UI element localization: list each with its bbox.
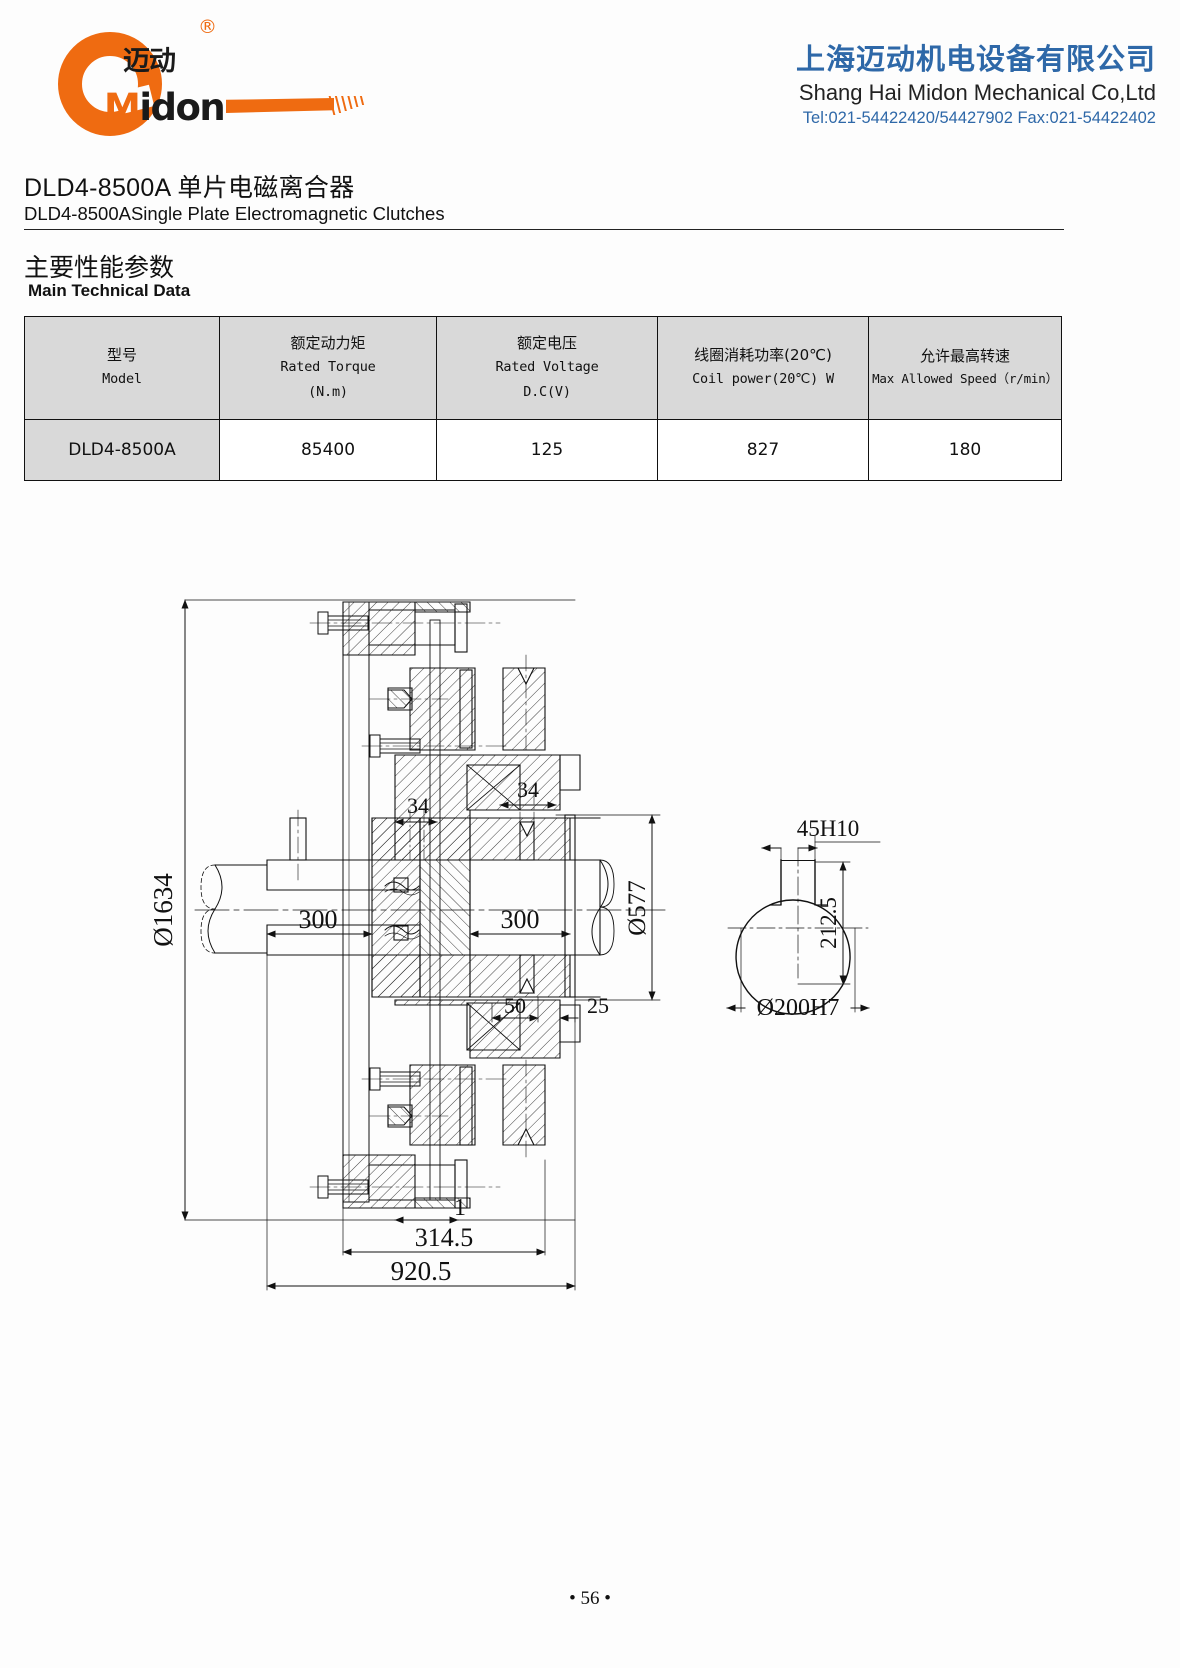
column-header-voltage-en: Rated Voltage — [495, 359, 599, 376]
dimension-label-1: 1 — [454, 1195, 466, 1221]
page-header: ® 迈动 Midon 上海迈动机电设备有限公司 Shang Hai Midon … — [0, 0, 1180, 150]
column-header-max-speed-en: Max Allowed Speed（r/min） — [872, 371, 1058, 387]
detail-bore-circle — [735, 899, 851, 1015]
midon-logo: ® 迈动 Midon — [48, 14, 365, 136]
dimension-label-outer-diameter: Ø1634 — [148, 873, 178, 947]
detail-label-key-height: 212.5 — [816, 897, 841, 949]
product-title-cn: DLD4-8500A 单片电磁离合器 — [24, 174, 355, 202]
detail-view-bore-keyway: 45H10 212.5 Ø200H7 — [726, 816, 881, 1021]
cell-max-speed-value: 180 — [948, 440, 982, 460]
dimension-label-right-300: 300 — [501, 905, 540, 934]
section-heading-en: Main Technical Data — [28, 281, 191, 300]
product-title-underline: DLD4-8500ASingle Plate Electromagnetic C… — [24, 203, 1064, 230]
dimension-left-hub-length: 300 — [266, 905, 373, 938]
dimension-label-keyway-34-right: 34 — [517, 777, 539, 802]
detail-label-key-width: 45H10 — [797, 816, 860, 841]
dimension-overall-length: 920.5 — [266, 954, 576, 1291]
table-header-row: 型号 Model 额定动力矩 Rated Torque (N.m) 额定电压 R… — [24, 316, 1062, 420]
dimension-shaft-diameter: Ø577 — [555, 814, 661, 1001]
clutch-cross-section-drawing: Ø1634 — [148, 599, 881, 1291]
dimension-outer-diameter: Ø1634 — [148, 599, 576, 1221]
section-heading-cn: 主要性能参数 — [24, 254, 175, 282]
column-header-max-speed: 允许最高转速 Max Allowed Speed（r/min） — [868, 316, 1062, 420]
dimension-keyway-left: 34 — [394, 793, 438, 861]
dimension-keyway-right: 34 — [499, 777, 557, 861]
dimension-inner-total: 314.5 — [342, 1159, 546, 1256]
product-model-en: DLD4-8500A — [24, 203, 131, 224]
table-row: DLD4-8500A 85400 125 827 180 — [24, 419, 1062, 481]
cell-rated-torque-value: 85400 — [300, 440, 356, 460]
page-number: • 56 • — [569, 1588, 611, 1609]
dimension-right-hub-length: 300 — [469, 905, 571, 938]
cell-rated-voltage: 125 — [436, 419, 658, 481]
dimension-label-shaft-diameter: Ø577 — [624, 880, 651, 936]
dimension-label-25: 25 — [587, 993, 609, 1018]
company-info: 上海迈动机电设备有限公司 Shang Hai Midon Mechanical … — [795, 42, 1156, 128]
column-header-model-cn: 型号 — [106, 346, 137, 365]
dimension-label-920-5: 920.5 — [391, 1256, 452, 1286]
logo-speed-lines-icon — [328, 96, 371, 116]
column-header-voltage: 额定电压 Rated Voltage D.C(V) — [436, 316, 658, 420]
dimension-label-left-300: 300 — [299, 905, 338, 934]
column-header-max-speed-cn: 允许最高转速 — [919, 347, 1010, 366]
detail-label-bore: Ø200H7 — [757, 995, 840, 1021]
column-header-torque: 额定动力矩 Rated Torque (N.m) — [219, 316, 437, 420]
company-name-en: Shang Hai Midon Mechanical Co,Ltd — [798, 79, 1156, 105]
cell-model: DLD4-8500A — [24, 419, 220, 481]
logo-chinese-mark: 迈动 — [123, 46, 176, 77]
column-header-torque-cn: 额定动力矩 — [290, 334, 366, 353]
column-header-coil-power: 线圈消耗功率(20℃) Coil power(20℃) W — [657, 316, 869, 420]
company-name-cn: 上海迈动机电设备有限公司 — [795, 42, 1156, 76]
cell-coil-power: 827 — [657, 419, 869, 481]
cell-max-speed: 180 — [868, 419, 1062, 481]
cell-rated-torque: 85400 — [219, 419, 437, 481]
column-header-torque-en: Rated Torque — [280, 359, 376, 376]
dimension-label-keyway-34-left: 34 — [407, 793, 429, 818]
dimension-gap-1: 1 — [394, 1195, 466, 1224]
column-header-coil-power-cn: 线圈消耗功率(20℃) — [694, 346, 832, 365]
cell-rated-voltage-value: 125 — [530, 440, 564, 460]
column-header-torque-unit: (N.m) — [308, 383, 348, 400]
dimension-label-50: 50 — [504, 993, 526, 1018]
dimension-label-314-5: 314.5 — [415, 1223, 474, 1252]
cell-model-value: DLD4-8500A — [68, 440, 176, 460]
logo-wordmark-m: M — [104, 86, 141, 129]
logo-bar-decor — [226, 98, 334, 113]
technical-drawing: Ø1634 — [0, 560, 1180, 1340]
column-header-voltage-unit: D.C(V) — [523, 383, 571, 400]
column-header-model: 型号 Model — [24, 316, 220, 420]
column-header-voltage-cn: 额定电压 — [516, 334, 577, 353]
column-header-model-en: Model — [102, 371, 142, 388]
logo-wordmark: Midon — [104, 86, 226, 129]
product-name-en: Single Plate Electromagnetic Clutches — [130, 203, 445, 224]
cell-coil-power-value: 827 — [746, 440, 780, 460]
logo-wordmark-rest: idon — [139, 86, 225, 129]
company-contact: Tel:021-54422420/54427902 Fax:021-544224… — [802, 109, 1156, 128]
technical-data-table: 型号 Model 额定动力矩 Rated Torque (N.m) 额定电压 R… — [24, 316, 1062, 481]
column-header-coil-power-en: Coil power(20℃) W — [692, 371, 834, 388]
registered-trademark-icon: ® — [198, 16, 217, 38]
